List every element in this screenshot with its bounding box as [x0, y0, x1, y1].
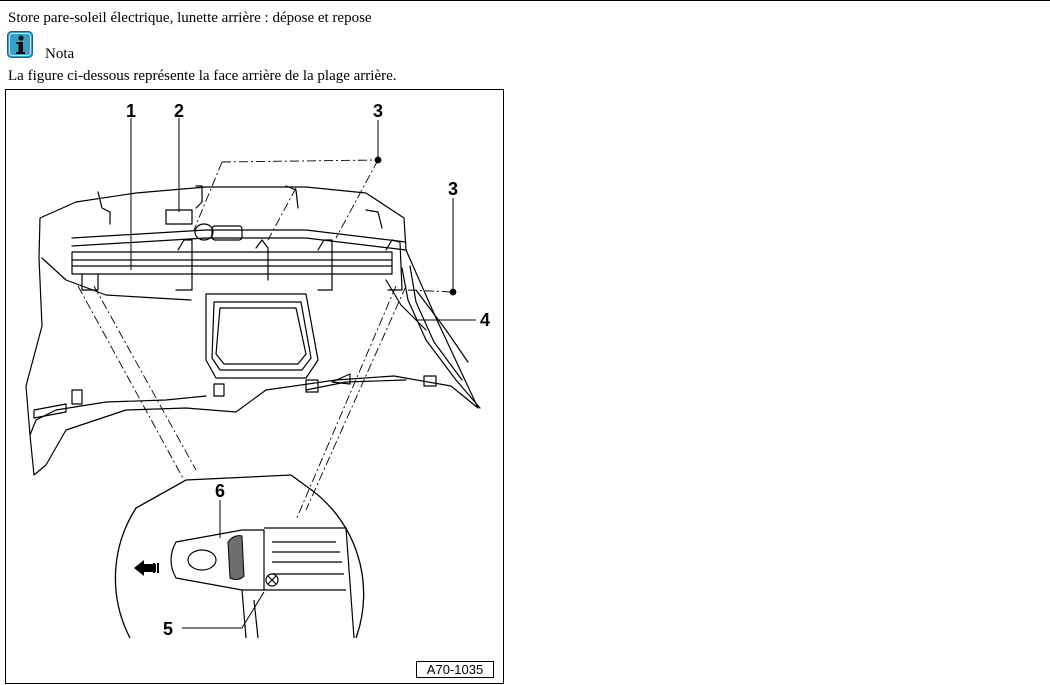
figure-reference: A70-1035 [416, 661, 494, 678]
figure-caption: La figure ci-dessous représente la face … [8, 68, 397, 84]
callout-5: 5 [163, 619, 174, 639]
top-rule [0, 0, 1050, 1]
callout-4: 4 [480, 310, 491, 330]
direction-arrow-icon [134, 560, 159, 576]
technical-figure: 1 2 3 3 4 5 6 A70-1035 [5, 89, 504, 684]
callout-2: 2 [174, 101, 185, 121]
callout-3-right: 3 [448, 179, 459, 199]
note-label: Nota [45, 46, 75, 62]
callout-3-top: 3 [373, 101, 384, 121]
rear-shelf-drawing [25, 118, 481, 639]
info-icon [7, 31, 33, 58]
callout-6: 6 [215, 481, 226, 501]
page-title: Store pare-soleil électrique, lunette ar… [8, 10, 372, 26]
callout-1: 1 [126, 101, 137, 121]
